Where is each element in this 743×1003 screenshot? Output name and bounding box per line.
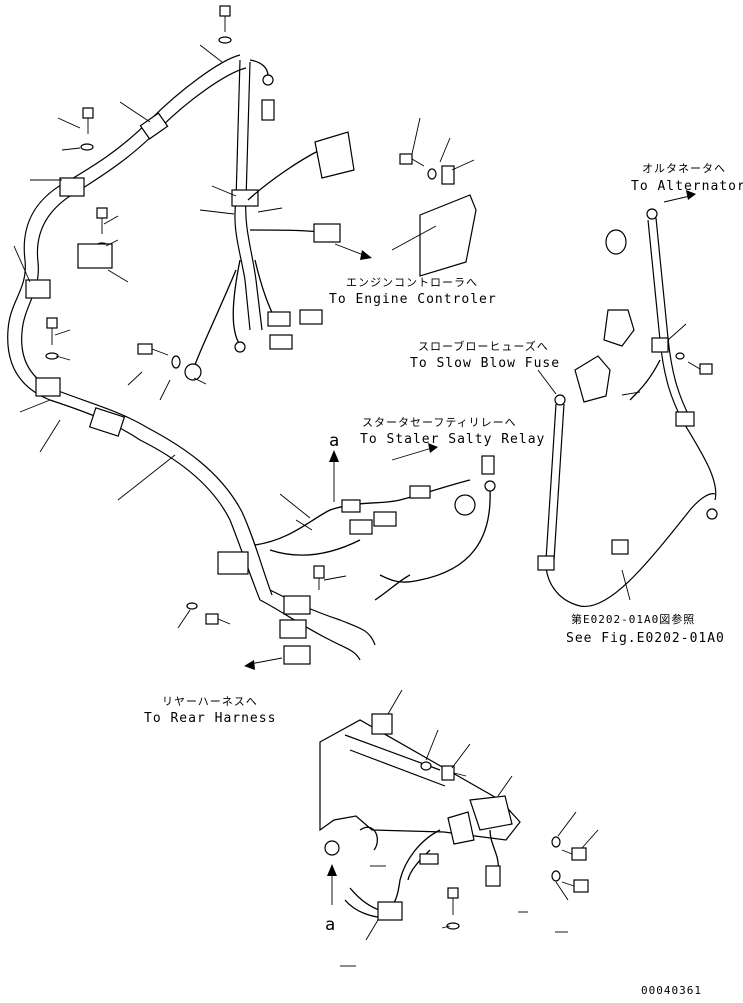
bolt-icon (218, 5, 232, 44)
starter-relay-label-jp: スタータセーフティリレーへ (362, 416, 517, 429)
harness-clamp (59, 177, 85, 197)
rear-harness-connector (279, 619, 307, 639)
harness-clamp (231, 189, 259, 207)
connector (269, 334, 293, 350)
slow-blow-fuse-cable (537, 369, 718, 607)
drawing-number: 00040361 (641, 984, 702, 997)
bolt-icon (186, 602, 231, 625)
starter-relay-label-en: To Staler Salty Relay (360, 432, 545, 447)
callout-slow-blow-fuse: スローブローヒューズへ To Slow Blow Fuse (410, 339, 560, 371)
bolt-icon (80, 107, 94, 151)
main-harness (7, 5, 496, 670)
harness-clamp (139, 112, 169, 140)
terminal (261, 99, 275, 121)
ring-terminal (554, 394, 566, 406)
bolt-icon (687, 361, 713, 375)
engine-controller-label-jp: エンジンコントローラへ (346, 276, 478, 289)
connector (373, 511, 397, 527)
view-marker-top: a (329, 431, 340, 451)
bolt-icon (45, 317, 59, 360)
rear-harness-label-en: To Rear Harness (144, 711, 276, 726)
bolt-icon (313, 565, 325, 590)
grommet (454, 494, 476, 516)
bolt-icon (399, 153, 437, 180)
harness-clamp (611, 539, 629, 555)
harness-protector (88, 407, 126, 437)
relay (469, 795, 513, 831)
harness-clamp (377, 901, 403, 921)
callout-see-fig: 第E0202-01A0図参照 See Fig.E0202-01A0 (566, 612, 725, 646)
callout-starter-safety-relay: スタータセーフティリレーへ To Staler Salty Relay (360, 416, 545, 447)
bolt-icon (446, 887, 460, 930)
mounting-bracket (603, 309, 635, 347)
connector (313, 223, 341, 243)
connector (299, 309, 323, 325)
connector (267, 311, 291, 327)
harness-clamp (35, 377, 61, 397)
harness-clamp (537, 555, 555, 571)
connector (349, 519, 373, 535)
see-fig-label-en: See Fig.E0202-01A0 (566, 631, 725, 646)
bolt-icon (551, 870, 589, 893)
callout-engine-controller: エンジンコントローラへ To Engine Controler (329, 276, 497, 307)
terminal (441, 165, 455, 185)
bolt-icon (95, 207, 109, 250)
connector (447, 811, 475, 845)
harness-clamp (651, 337, 669, 353)
view-marker-bottom: a (325, 915, 336, 935)
rear-harness-connector (283, 595, 311, 615)
terminal (481, 455, 495, 475)
ring-terminal (484, 480, 496, 492)
connector (341, 499, 361, 513)
slow-blow-fuse-label-jp: スローブローヒューズへ (418, 339, 549, 353)
ring-terminal (706, 508, 718, 520)
alternator-label-en: To Alternator (631, 179, 743, 194)
harness-clamp (25, 279, 51, 299)
bolt-icon (551, 836, 587, 861)
connector (419, 853, 439, 865)
harness-clamp (217, 551, 249, 575)
callout-rear-harness: リヤーハーネスへ To Rear Harness (144, 695, 276, 726)
bushing (324, 840, 340, 856)
mounting-bracket (419, 194, 477, 277)
see-fig-label-jp: 第E0202-01A0図参照 (571, 612, 695, 626)
mounting-bracket (574, 355, 611, 403)
engine-controller-connector (314, 131, 355, 179)
alternator-label-jp: オルタネータへ (642, 162, 726, 175)
ring-terminal (646, 208, 658, 220)
alternator-cable (574, 190, 717, 501)
bolt-icon (420, 761, 467, 781)
harness-clamp (675, 411, 695, 427)
slow-blow-fuse-label-en: To Slow Blow Fuse (410, 356, 560, 371)
rear-harness-label-jp: リヤーハーネスへ (162, 695, 258, 708)
rear-harness-connector (283, 645, 311, 665)
detail-view-a (319, 689, 599, 967)
terminal-cap (605, 229, 627, 255)
engine-controller-label-en: To Engine Controler (329, 292, 497, 307)
relay-bracket (371, 713, 393, 735)
terminal (485, 865, 501, 887)
callout-alternator: オルタネータへ To Alternator (631, 162, 743, 194)
ring-terminal (184, 363, 202, 381)
ring-terminal (234, 341, 246, 353)
connector (409, 485, 431, 499)
bolt-icon (137, 343, 181, 369)
mounting-bracket (77, 243, 113, 269)
ring-terminal (262, 74, 274, 86)
